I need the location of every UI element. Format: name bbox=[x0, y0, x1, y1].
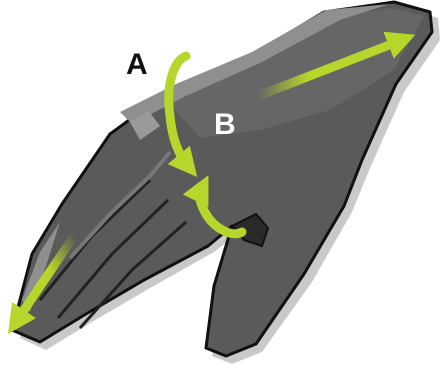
arrow-label-b: B bbox=[214, 110, 236, 140]
arrow-label-a: A bbox=[126, 50, 148, 80]
